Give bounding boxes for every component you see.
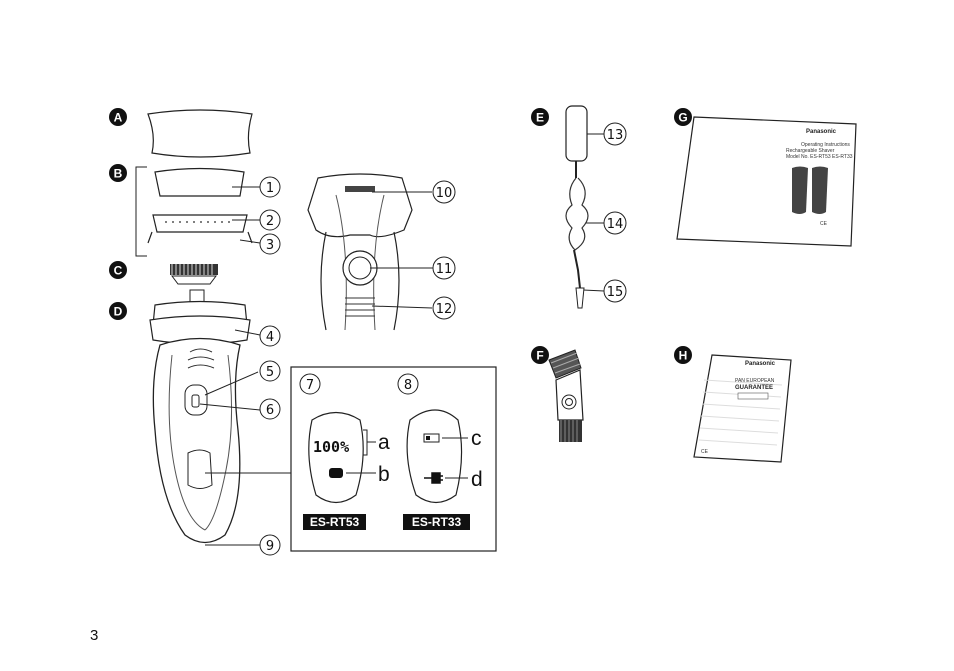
svg-text:Model No. ES-RT53 ES-RT33: Model No. ES-RT53 ES-RT33 <box>786 154 853 160</box>
svg-text:4: 4 <box>266 330 274 345</box>
section-H-marker: H <box>674 346 692 364</box>
svg-text:6: 6 <box>266 403 274 418</box>
operating-instructions-booklet: Panasonic Operating Instructions Recharg… <box>677 117 856 246</box>
lcd-percent-readout: 100% <box>313 438 349 456</box>
callout-9: 9 <box>260 535 280 555</box>
svg-text:1: 1 <box>266 181 274 196</box>
svg-text:b: b <box>378 463 390 486</box>
callout-12: 12 <box>433 297 455 319</box>
svg-text:F: F <box>536 349 543 363</box>
svg-text:CE: CE <box>820 221 828 227</box>
outer-foil-frame-illustration <box>155 169 244 197</box>
svg-text:PAN EUROPEAN: PAN EUROPEAN <box>735 378 775 384</box>
callout-8: 8 <box>398 374 418 394</box>
cleaning-brush-illustration <box>549 350 583 442</box>
svg-text:H: H <box>679 349 688 363</box>
shaver-body-illustration <box>150 290 250 543</box>
svg-text:CE: CE <box>701 449 709 455</box>
callout-4: 4 <box>260 326 280 346</box>
section-B-marker: B <box>109 164 127 182</box>
callout-1: 1 <box>260 177 280 197</box>
section-F-marker: F <box>531 346 549 364</box>
svg-text:C: C <box>114 264 123 278</box>
callout-3: 3 <box>260 234 280 254</box>
svg-text:ES-RT33: ES-RT33 <box>412 515 462 529</box>
svg-text:3: 3 <box>266 238 274 253</box>
callout-15: 15 <box>604 280 626 302</box>
svg-text:11: 11 <box>436 262 453 277</box>
section-A-marker: A <box>109 108 127 126</box>
inner-blade-illustration <box>170 264 218 284</box>
svg-text:G: G <box>678 111 687 125</box>
guarantee-card: Panasonic PAN EUROPEAN GUARANTEE CE <box>694 355 791 462</box>
callout-11: 11 <box>433 257 455 279</box>
svg-text:13: 13 <box>607 128 624 143</box>
section-G-marker: G <box>674 108 692 126</box>
callout-5: 5 <box>260 361 280 381</box>
section-E-marker: E <box>531 108 549 126</box>
svg-text:8: 8 <box>404 378 412 393</box>
callout-14: 14 <box>604 212 626 234</box>
svg-text:D: D <box>114 305 123 319</box>
svg-text:d: d <box>471 468 483 491</box>
callout-7: 7 <box>300 374 320 394</box>
protective-cap-illustration <box>148 110 252 157</box>
svg-text:5: 5 <box>266 365 274 380</box>
callout-6: 6 <box>260 399 280 419</box>
plug-icon <box>329 468 343 478</box>
svg-text:14: 14 <box>607 217 624 232</box>
ac-adaptor-illustration <box>566 106 588 308</box>
svg-text:A: A <box>114 111 123 125</box>
foil-frame-base-illustration <box>148 215 252 243</box>
svg-text:c: c <box>471 427 482 450</box>
bracket-B <box>136 167 147 256</box>
svg-text:7: 7 <box>306 378 314 393</box>
svg-text:ES-RT53: ES-RT53 <box>310 515 360 529</box>
svg-text:Panasonic: Panasonic <box>745 361 776 367</box>
section-D-marker: D <box>109 302 127 320</box>
svg-text:2: 2 <box>266 214 274 229</box>
svg-text:B: B <box>114 167 123 181</box>
svg-text:10: 10 <box>436 186 453 201</box>
display-panel-box: 7 8 100% a b ES-RT53 c d ES-RT33 <box>291 367 496 551</box>
callout-10: 10 <box>433 181 455 203</box>
svg-text:9: 9 <box>266 539 274 554</box>
callout-13: 13 <box>604 123 626 145</box>
svg-text:15: 15 <box>607 285 624 300</box>
svg-text:a: a <box>378 431 390 454</box>
svg-text:GUARANTEE: GUARANTEE <box>735 385 773 391</box>
svg-text:12: 12 <box>436 302 453 317</box>
svg-text:Panasonic: Panasonic <box>806 129 837 135</box>
page-number: 3 <box>90 627 98 644</box>
section-C-marker: C <box>109 261 127 279</box>
callout-2: 2 <box>260 210 280 230</box>
svg-text:E: E <box>536 111 544 125</box>
